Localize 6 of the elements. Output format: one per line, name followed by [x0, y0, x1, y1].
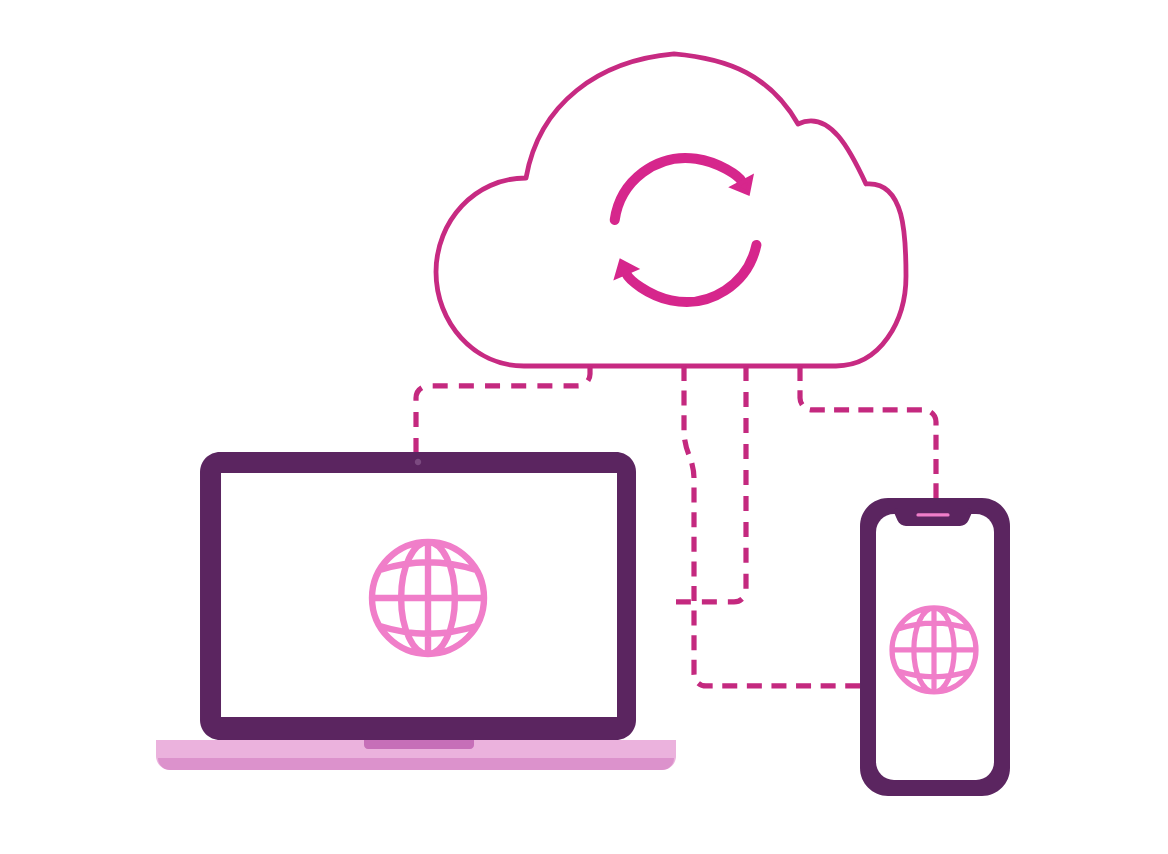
- cloud: [433, 51, 909, 369]
- laptop: [156, 451, 676, 770]
- dashed-connector: [797, 366, 939, 498]
- smartphone: [860, 497, 1010, 796]
- dashed-connector: [676, 366, 749, 605]
- dashed-connector: [681, 366, 860, 689]
